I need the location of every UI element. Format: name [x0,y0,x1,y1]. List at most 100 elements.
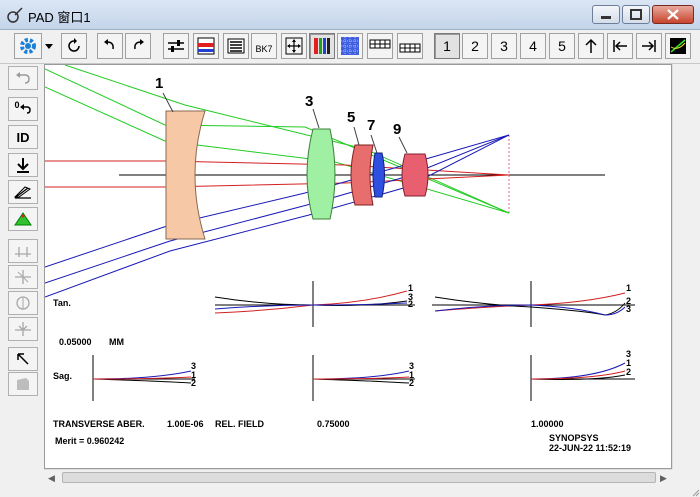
lens-label-3: 3 [305,93,314,110]
tan-curve-label: 1 [626,283,632,293]
page-button-4[interactable]: 4 [520,33,546,59]
page-button-5[interactable]: 5 [549,33,575,59]
tan-curve-label: 1 [408,283,414,293]
field-value-075: 0.75000 [317,419,350,429]
edit-surface-button[interactable] [8,180,38,204]
spot-diagram-icon [341,37,359,55]
gear-icon [20,38,36,54]
tool-1-button[interactable] [8,239,38,263]
first-button[interactable] [607,33,633,59]
app-icon [7,7,23,23]
red-ray-bundle [45,160,510,188]
arrow-left-bar-icon [613,40,627,52]
grid-icon [369,39,391,49]
glass-bk7-button[interactable]: BK7 [251,33,277,59]
lens-drawing-canvas[interactable]: 1 3 5 7 9 Tan. Sag. 0.05000 MM 1 3 2 1 2… [44,64,672,469]
refresh-button[interactable] [61,33,87,59]
sag-curve-label: 2 [191,378,197,388]
sag-curve-label: 2 [409,378,415,388]
scale-unit: MM [109,337,124,347]
lens-label-9: 9 [393,121,402,138]
lens-data-icon [227,38,245,54]
title-bar: PAD 窗口1 [0,0,700,30]
lens-element-7[interactable] [372,152,385,198]
tool-3-button[interactable] [8,291,38,315]
lens-element-9[interactable] [401,153,429,197]
arrow-down-bar-icon [17,158,29,173]
grid-view-button[interactable] [367,33,393,59]
pencil-icon [14,186,32,199]
tool-2-button[interactable] [8,265,38,289]
horizontal-scrollbar[interactable]: ◀ ▶ [44,469,672,486]
lens-element-1[interactable] [165,110,206,240]
lens-element-3[interactable] [306,128,336,220]
sag-curve-label: 3 [409,361,415,371]
undo-button[interactable] [97,33,123,59]
zero-label: 0 [14,100,20,110]
page-button-1[interactable]: 1 [434,33,460,59]
redo-button[interactable] [125,33,151,59]
horizontal-scroll-thumb[interactable] [62,472,656,483]
undo-arrow-icon [16,72,30,84]
chart-view-button[interactable] [665,33,691,59]
sag-curve-label: 1 [626,358,632,368]
surface-table-button[interactable] [193,33,219,59]
move-up-button[interactable] [578,33,604,59]
settings-button[interactable] [14,33,42,59]
settings-dropdown[interactable] [42,33,56,59]
maximize-button[interactable] [622,5,650,24]
color-bars-button[interactable] [309,33,335,59]
tan-curve-label: 2 [626,296,632,306]
lens-label-7: 7 [367,117,376,134]
optical-layout-svg [45,65,635,401]
tool-5-button[interactable] [8,372,38,396]
circle-icon [16,296,30,310]
tool-4-button[interactable] [8,317,38,341]
back-button[interactable] [8,66,38,90]
tan-curves-100 [434,292,626,316]
lens-label-1: 1 [155,75,164,92]
page-button-2[interactable]: 2 [462,33,488,59]
zoom-fit-button[interactable] [281,33,307,59]
axis-icon [15,322,31,336]
rotate-icon [19,104,31,114]
timestamp: 22-JUN-22 11:52:19 [549,443,632,453]
cursor-icon [17,353,29,365]
expand-arrows-icon [285,37,303,55]
id-button[interactable]: ID [8,125,38,149]
minimize-icon [601,16,611,19]
select-button[interactable] [8,347,38,371]
parameters-button[interactable] [163,33,189,59]
grid-table-button[interactable] [397,33,423,59]
scroll-right-icon[interactable]: ▶ [660,473,667,483]
lens-element-5[interactable] [350,144,374,206]
bk7-label: BK7 [255,44,273,54]
download-button[interactable] [8,153,38,177]
vertical-scrollbar[interactable] [672,64,689,469]
page-button-3[interactable]: 3 [491,33,517,59]
crosshair-icon [15,270,31,284]
tan-curve-label: 3 [408,292,414,302]
last-button[interactable] [636,33,662,59]
arrow-up-icon [585,38,597,53]
zero-rotate-button[interactable]: 0 [8,97,38,121]
chevron-down-icon [45,44,53,49]
prism-button[interactable] [8,207,38,231]
table-icon [197,37,215,55]
axis-move-icon [15,247,31,257]
label-leaders [162,92,408,154]
scroll-left-icon[interactable]: ◀ [48,473,55,483]
sag-curve-label: 1 [409,370,415,380]
undo-icon [104,39,114,50]
scale-value: 0.05000 [59,337,92,347]
spot-pattern-button[interactable] [337,33,363,59]
maximize-icon [630,9,642,20]
toolbar: BK7 1 2 3 4 5 [0,30,700,64]
sliders-icon [168,40,184,52]
resize-grip-icon[interactable] [690,487,700,497]
left-toolbar: 0 ID [8,66,40,400]
footer-title: TRANSVERSE ABER. [53,419,145,429]
minimize-button[interactable] [592,5,620,24]
lens-data-button[interactable] [223,33,249,59]
close-button[interactable] [652,5,694,24]
